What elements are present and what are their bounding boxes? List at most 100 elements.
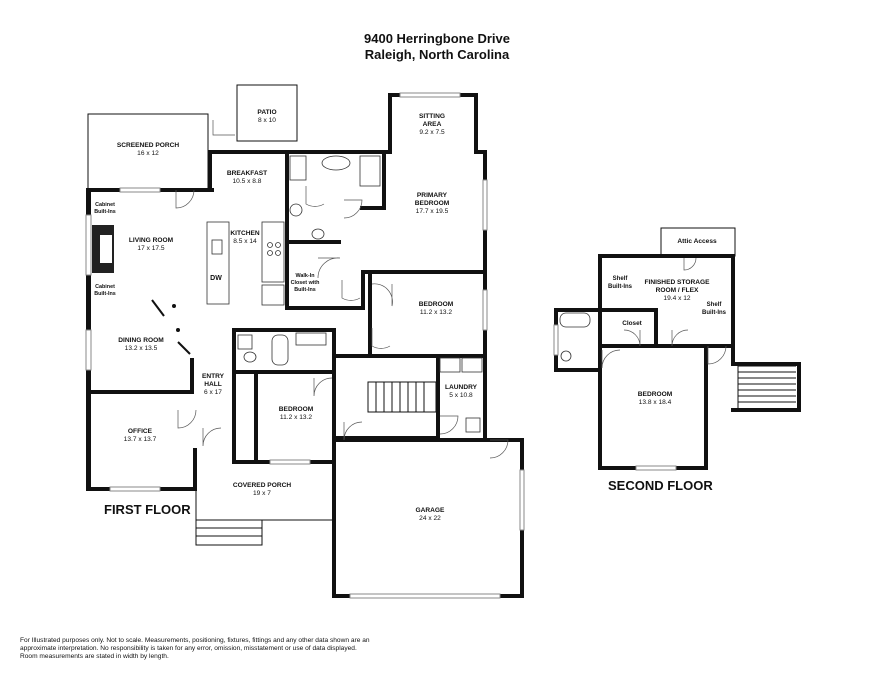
first-floor-plan	[85, 84, 525, 599]
cabinet-builtins-bottom-2: Built-Ins	[94, 291, 116, 297]
kitchen-island	[206, 221, 230, 305]
patio-dim: 8 x 10	[258, 117, 276, 124]
office-name: OFFICE	[128, 428, 153, 435]
door-swing	[343, 199, 363, 219]
primary-bedroom-name-2: BEDROOM	[415, 200, 450, 207]
sitting-area-dim: 9.2 x 7.5	[419, 129, 445, 136]
shower-icon	[359, 155, 381, 187]
closet-label: Closet	[622, 320, 642, 327]
door-swing	[305, 186, 325, 207]
primary-bedroom-dim: 17.7 x 19.5	[416, 208, 449, 215]
bedroom-right-dim: 11.2 x 13.2	[420, 309, 452, 316]
kitchen-name: KITCHEN	[230, 230, 260, 237]
dishwasher-label: DW	[210, 275, 222, 282]
finished-storage-name-2: ROOM / FLEX	[656, 287, 699, 294]
refrigerator	[261, 284, 285, 306]
bathtub-icon	[321, 155, 351, 171]
laundry-name: LAUNDRY	[445, 384, 478, 391]
door-swing	[623, 329, 641, 347]
door-swing	[371, 328, 391, 349]
attic-access-label: Attic Access	[677, 238, 717, 245]
office-dim: 13.7 x 13.7	[124, 436, 157, 443]
breakfast-name: BREAKFAST	[227, 170, 267, 177]
bedroom-upstairs-name: BEDROOM	[638, 391, 673, 398]
walk-in-closet-line2: Closet with	[291, 280, 320, 286]
first-floor-label: FIRST FLOOR	[104, 502, 191, 517]
dining-room-name: DINING ROOM	[118, 337, 164, 344]
disclaimer-line-1: For Illustrated purposes only. Not to sc…	[20, 637, 370, 644]
bedroom-center-dim: 11.2 x 13.2	[280, 414, 312, 421]
stairs-first-floor	[367, 381, 437, 413]
entry-hall-name: ENTRY	[202, 373, 225, 380]
door-swing	[343, 421, 363, 441]
door-swing	[489, 439, 509, 459]
door-swing	[371, 283, 393, 307]
stairs-second-floor	[737, 365, 796, 408]
screened-porch-name: SCREENED PORCH	[117, 142, 180, 149]
disclaimer-line-2: approximate interpretation. No responsib…	[20, 645, 357, 652]
shelf-builtins-right: Shelf	[707, 302, 723, 308]
sink-icon	[465, 417, 481, 433]
sitting-area-name-2: AREA	[423, 121, 442, 128]
door-swing	[601, 349, 621, 369]
door-swing	[175, 189, 195, 209]
door-swing	[671, 329, 689, 347]
dining-room-dim: 13.2 x 13.5	[125, 345, 158, 352]
dryer-icon	[461, 357, 483, 373]
cabinet-builtins-bottom: Cabinet	[95, 284, 115, 290]
shelf-builtins-left: Shelf	[613, 276, 629, 282]
walk-in-closet-line3: Built-Ins	[294, 287, 316, 293]
door-swing	[683, 257, 697, 271]
covered-porch-dim: 19 x 7	[253, 490, 271, 497]
second-floor-plan	[553, 227, 801, 471]
door-swing	[439, 415, 459, 435]
patio-name: PATIO	[257, 109, 276, 116]
finished-storage-name: FINISHED STORAGE	[644, 279, 710, 286]
sitting-area-name: SITTING	[419, 113, 445, 120]
finished-storage-dim: 19.4 x 12	[663, 295, 690, 302]
toilet-icon	[243, 351, 257, 363]
walk-in-closet-line1: Walk-In	[296, 273, 315, 279]
address-line-2: Raleigh, North Carolina	[364, 47, 510, 62]
cabinet-builtins-top: Cabinet	[95, 202, 115, 208]
toilet-icon	[289, 155, 307, 181]
door-swing	[177, 409, 197, 429]
bedroom-right-name: BEDROOM	[419, 301, 454, 308]
bedroom-upstairs-dim: 13.8 x 18.4	[639, 399, 672, 406]
living-room-name: LIVING ROOM	[129, 237, 174, 244]
door-swing	[341, 280, 361, 301]
front-door-swing	[202, 427, 222, 447]
vanity	[295, 332, 327, 346]
kitchen-counter	[261, 221, 285, 283]
shelf-builtins-right-2: Built-Ins	[702, 310, 727, 316]
disclaimer-line-3: Room measurements are stated in width by…	[20, 653, 169, 660]
door-swing	[317, 257, 341, 279]
bathtub-icon	[271, 334, 289, 366]
garage-name: GARAGE	[416, 507, 446, 514]
porch-steps	[195, 520, 263, 546]
entry-hall-dim: 6 x 17	[204, 389, 222, 396]
garage-dim: 24 x 22	[419, 515, 441, 522]
patio-steps	[212, 120, 235, 136]
sink-icon	[289, 203, 303, 217]
shelf-builtins-left-2: Built-Ins	[608, 284, 633, 290]
room-labels: PATIO 8 x 10 SCREENED PORCH 16 x 12 BREA…	[94, 109, 726, 522]
kitchen-dim: 8.5 x 14	[233, 238, 257, 245]
screened-porch-dim: 16 x 12	[137, 150, 159, 157]
toilet-icon	[560, 350, 572, 362]
entry-hall-name-2: HALL	[204, 381, 222, 388]
sink-icon	[211, 239, 223, 255]
address-line-1: 9400 Herringbone Drive	[364, 31, 510, 46]
sink-icon	[237, 334, 253, 350]
washer-icon	[439, 357, 461, 373]
bedroom-center-name: BEDROOM	[279, 406, 314, 413]
door-swing	[707, 345, 727, 365]
door-swing	[313, 377, 333, 397]
second-floor-label: SECOND FLOOR	[608, 478, 713, 493]
breakfast-dim: 10.5 x 8.8	[233, 178, 262, 185]
primary-bedroom-name: PRIMARY	[417, 192, 448, 199]
laundry-dim: 5 x 10.8	[449, 392, 473, 399]
sink-icon	[311, 228, 325, 240]
